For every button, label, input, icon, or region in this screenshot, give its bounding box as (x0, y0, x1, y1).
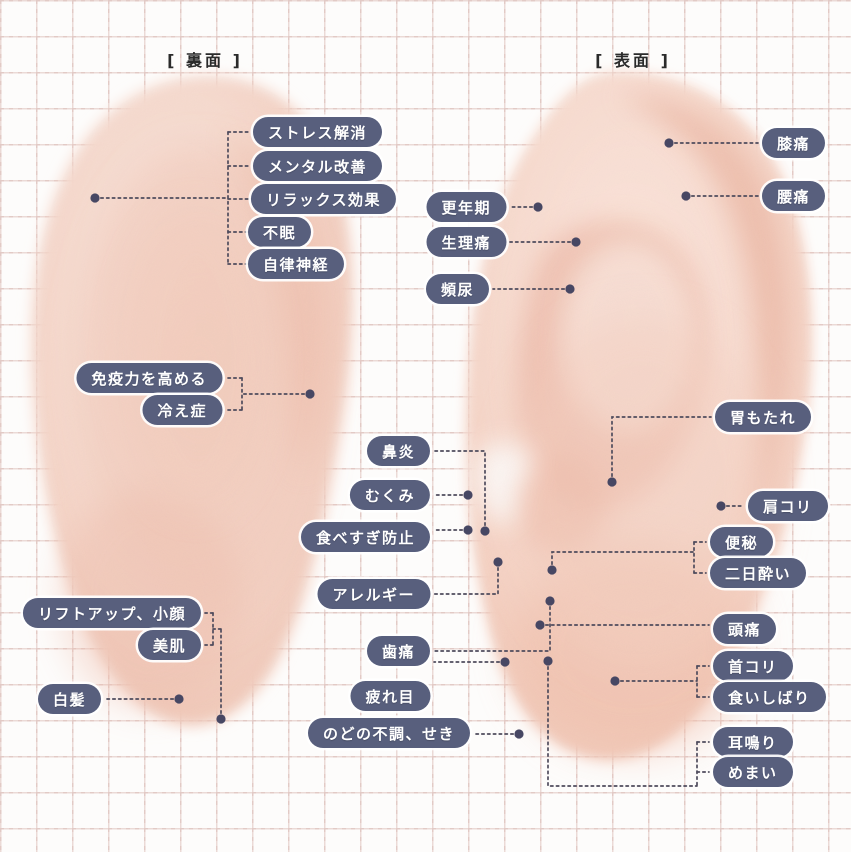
dot-grayhair (174, 694, 184, 704)
dot-kneepain (664, 138, 674, 148)
dot-relax (90, 193, 100, 203)
label-insomnia[interactable]: 不眠 (247, 217, 311, 247)
label-allergy[interactable]: アレルギー (317, 579, 430, 609)
label-vertigo[interactable]: めまい (713, 757, 793, 787)
dot-beauty (216, 714, 226, 724)
label-lowback[interactable]: 腰痛 (762, 181, 826, 211)
dot-immunity (305, 389, 315, 399)
label-coldness[interactable]: 冷え症 (142, 395, 222, 425)
dot-tinnitus (543, 656, 553, 666)
dot-clenching (610, 676, 620, 686)
link-stomach (611, 416, 712, 483)
dot-tiredeyes (500, 657, 510, 667)
label-mental[interactable]: メンタル改善 (252, 151, 382, 181)
label-swelling[interactable]: むくみ (349, 480, 430, 510)
label-hangover[interactable]: 二日酔い (710, 558, 807, 588)
dot-menstrual (571, 237, 581, 247)
dot-throat (514, 729, 524, 739)
dot-stomach (607, 477, 617, 487)
link-allergy (433, 561, 499, 595)
label-grayhair[interactable]: 白髪 (37, 684, 101, 714)
dot-menopause (533, 202, 543, 212)
label-constipation[interactable]: 便秘 (710, 527, 774, 557)
link-hangover-run (551, 551, 695, 571)
label-tinnitus[interactable]: 耳鳴り (713, 727, 793, 757)
dot-overeating (463, 525, 473, 535)
dot-rhinitis (480, 526, 490, 536)
label-frequrine[interactable]: 頻尿 (425, 274, 489, 304)
label-liftup[interactable]: リフトアップ、小顔 (22, 598, 201, 628)
label-menopause[interactable]: 更年期 (426, 192, 506, 222)
dot-hangover (547, 565, 557, 575)
link-rhinitis (433, 450, 486, 532)
dot-allergy (493, 557, 503, 567)
dot-toothache (545, 596, 555, 606)
caption-front-view: [ 表面 ] (595, 51, 671, 70)
label-beautyskin[interactable]: 美肌 (137, 630, 201, 660)
label-immunity[interactable]: 免疫力を高める (76, 363, 222, 393)
label-autonomic[interactable]: 自律神経 (247, 249, 344, 279)
label-rhinitis[interactable]: 鼻炎 (366, 436, 430, 466)
label-menstrual[interactable]: 生理痛 (426, 227, 506, 257)
dot-lowback (681, 191, 691, 201)
link-tinnitus-run (547, 660, 698, 787)
dot-swelling (463, 490, 473, 500)
label-clenching[interactable]: 食いしばり (713, 682, 826, 712)
label-overeating[interactable]: 食べすぎ防止 (300, 522, 430, 552)
label-relax[interactable]: リラックス効果 (250, 184, 396, 214)
link-toothache (433, 600, 551, 652)
label-stress[interactable]: ストレス解消 (252, 117, 382, 147)
dot-headache (535, 620, 545, 630)
label-tiredeyes[interactable]: 疲れ目 (350, 681, 430, 711)
caption-back-view: [ 裏面 ] (167, 51, 243, 70)
label-throat[interactable]: のどの不調、せき (307, 718, 470, 748)
label-shoulder[interactable]: 肩コリ (748, 491, 828, 521)
dot-shoulder (716, 501, 726, 511)
label-stomach[interactable]: 胃もたれ (715, 402, 812, 432)
label-headache[interactable]: 頭痛 (713, 614, 777, 644)
label-kneepain[interactable]: 膝痛 (762, 128, 826, 158)
dot-frequrine (565, 284, 575, 294)
label-neckstiff[interactable]: 首コリ (713, 651, 793, 681)
label-toothache[interactable]: 歯痛 (366, 636, 430, 666)
